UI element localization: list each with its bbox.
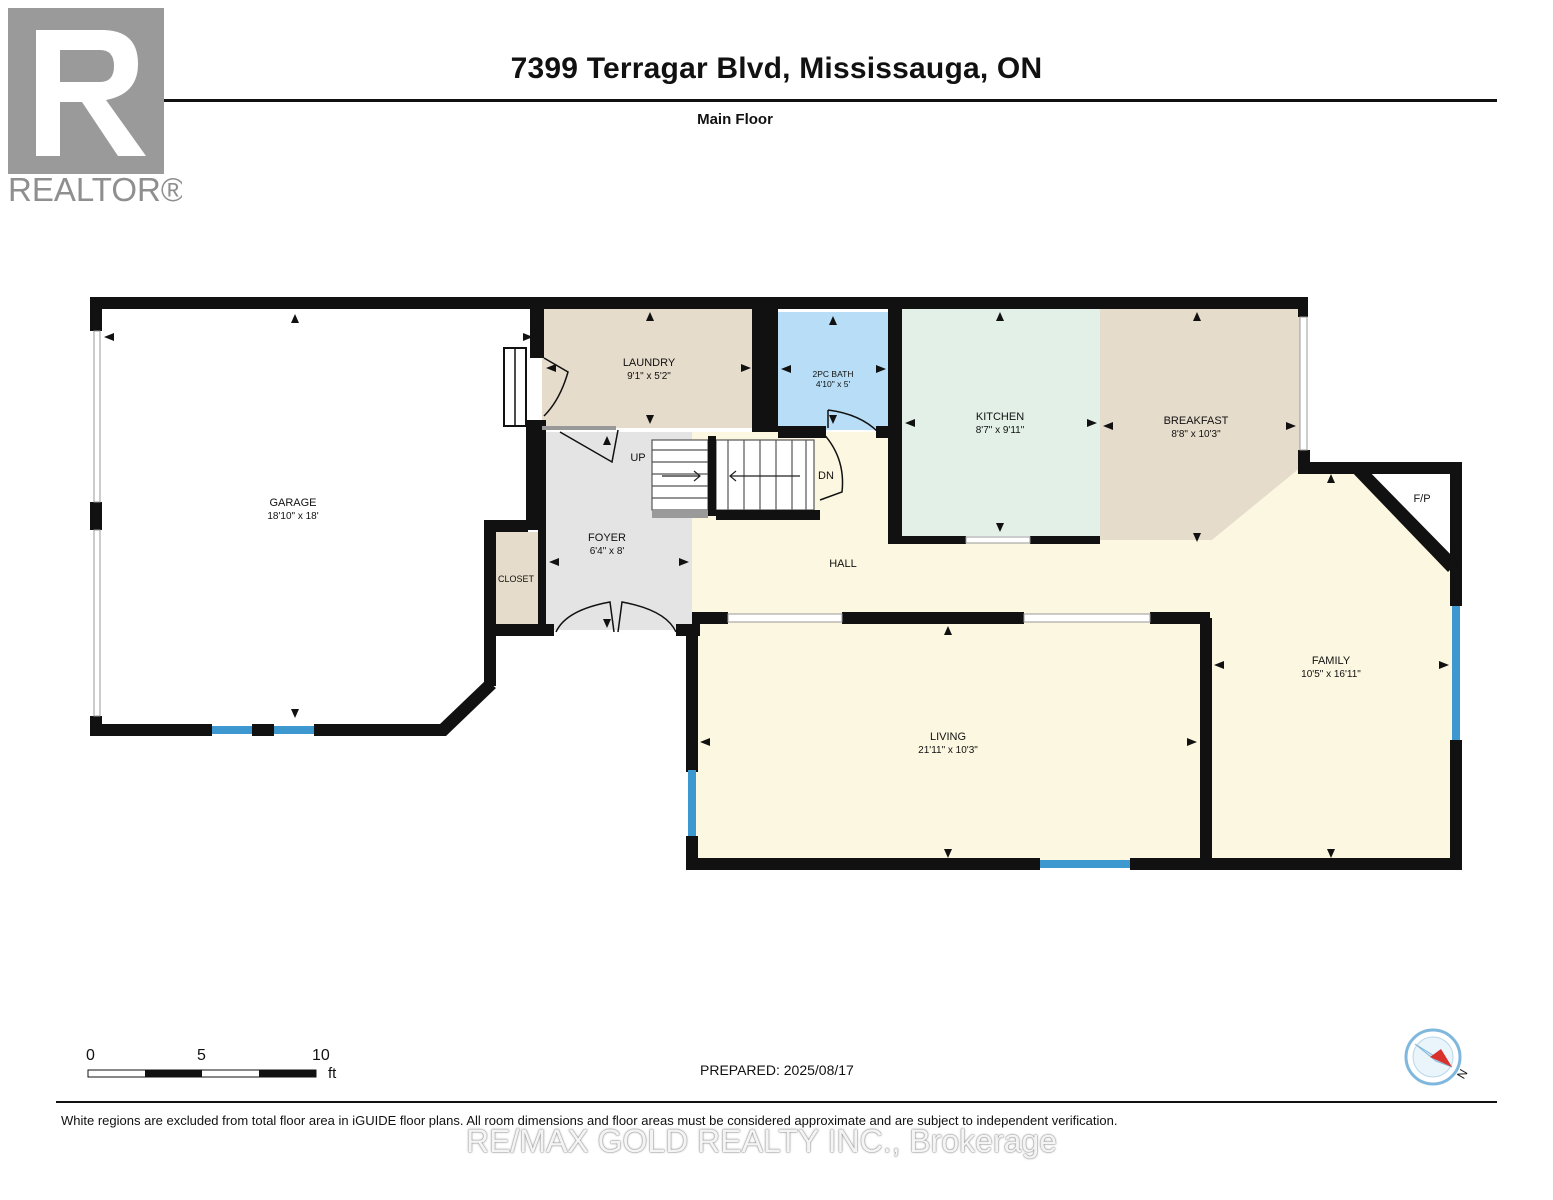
laundry-dims: 9'1" x 5'2" (627, 371, 671, 382)
scale-tick-10: 10 (312, 1047, 330, 1064)
realtor-logo: REALTOR® (6, 6, 185, 212)
kitchen-floor (902, 308, 1100, 536)
walls (90, 297, 1462, 870)
brokerage-watermark: RE/MAX GOLD REALTY INC., Brokerage (466, 1123, 1057, 1159)
compass-icon (1404, 1028, 1462, 1086)
stairs-up-label: UP (630, 452, 645, 464)
laundry-floor (542, 308, 754, 428)
bath-label: 2PC BATH (813, 369, 854, 379)
living-label: LIVING (930, 731, 966, 743)
garage-label: GARAGE (269, 497, 316, 509)
breakfast-dims: 8'8" x 10'3" (1171, 429, 1221, 440)
breakfast-label: BREAKFAST (1164, 415, 1229, 427)
floor-label: Main Floor (697, 111, 773, 128)
realtor-wordmark: REALTOR® (8, 171, 182, 208)
closet-label: CLOSET (498, 574, 535, 584)
scale-bar (87, 1069, 317, 1078)
hall-label: HALL (829, 558, 857, 570)
windows (212, 606, 1460, 868)
header-rule (56, 99, 1497, 102)
doors (543, 357, 879, 633)
stairs-up (651, 439, 709, 518)
living-floor (692, 618, 1204, 862)
family-label: FAMILY (1312, 655, 1351, 667)
disclaimer-text: White regions are excluded from total fl… (61, 1113, 1118, 1128)
fireplace-label: F/P (1413, 493, 1430, 505)
kitchen-dims: 8'7" x 9'11" (976, 425, 1025, 436)
scale-unit: ft (328, 1065, 337, 1082)
foyer-label: FOYER (588, 532, 626, 544)
living-dims: 21'11" x 10'3" (918, 745, 978, 756)
plan-title: 7399 Terragar Blvd, Mississauga, ON (510, 52, 1043, 85)
dimension-markers (104, 312, 1449, 858)
stairs-down-label: DN (818, 470, 834, 482)
kitchen-label: KITCHEN (976, 411, 1024, 423)
window-outline-white (93, 316, 1308, 717)
breakfast-floor (1100, 308, 1300, 540)
scale-tick-5: 5 (197, 1047, 206, 1064)
stairs-down (715, 439, 815, 511)
closet-floor (496, 532, 540, 624)
family-dims: 10'5" x 16'11" (1301, 669, 1361, 680)
garage-dims: 18'10" x 18' (267, 511, 318, 522)
garage-floor (100, 308, 540, 728)
hall-floor (692, 432, 1455, 860)
laundry-label: LAUNDRY (623, 357, 676, 369)
foyer-dims: 6'4" x 8' (590, 546, 625, 557)
bath-dims: 4'10" x 5' (816, 379, 851, 389)
scale-tick-0: 0 (86, 1047, 95, 1064)
prepared-date: PREPARED: 2025/08/17 (700, 1062, 854, 1078)
footer-rule (56, 1101, 1497, 1103)
